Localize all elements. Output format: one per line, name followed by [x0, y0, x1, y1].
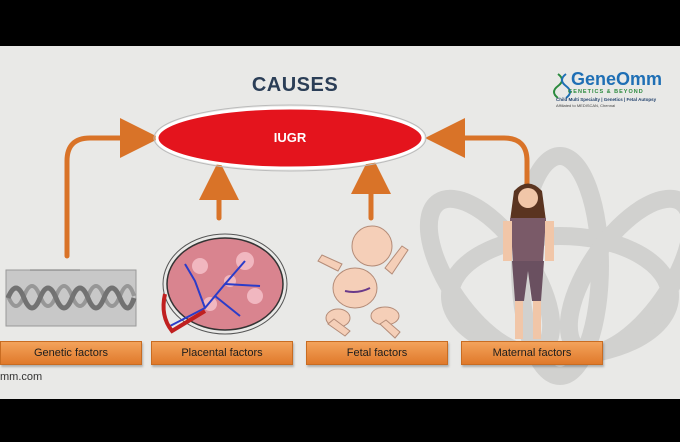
genetic-arrow — [64, 118, 160, 259]
fetus-image — [317, 225, 409, 339]
iugr-node — [153, 104, 427, 172]
dna-logo-icon — [553, 73, 571, 99]
slide: CAUSES IUGR Genetic factors Placental fa… — [0, 46, 680, 399]
logo-affiliation: Affiliated to MEDISCAN, Chennai — [556, 103, 616, 108]
fetal-factors-box: Fetal factors — [306, 341, 448, 365]
placenta-image — [161, 233, 288, 335]
mother-image — [503, 183, 554, 339]
genetic-image — [5, 269, 137, 327]
genetic-factors-box: Genetic factors — [0, 341, 142, 365]
maternal-factors-box: Maternal factors — [461, 341, 603, 365]
iugr-label: IUGR — [273, 130, 307, 145]
maternal-arrow — [425, 118, 530, 189]
page-title: CAUSES — [251, 74, 339, 96]
logo-name: GeneOmm — [571, 69, 663, 89]
logo-subtitle: Child Multi Specialty | Genetics | Fetal… — [556, 97, 657, 102]
arrows — [64, 118, 530, 259]
website-url: mm.com — [0, 371, 43, 383]
logo-tagline: GENETICS & BEYOND — [568, 89, 644, 95]
placental-factors-box: Placental factors — [151, 341, 293, 365]
